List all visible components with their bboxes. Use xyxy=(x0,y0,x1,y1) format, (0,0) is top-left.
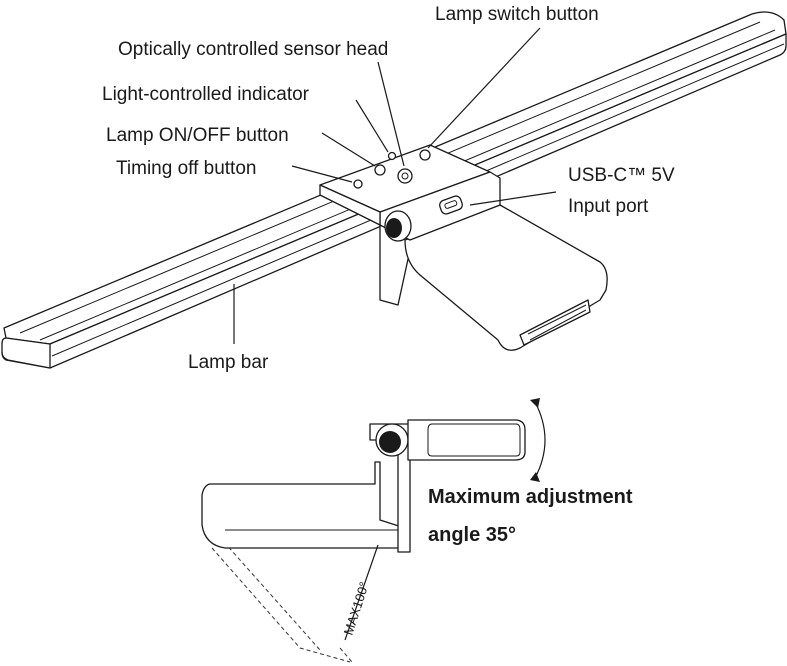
label-max-angle-line1: Maximum adjustment xyxy=(428,486,633,508)
leader-lines xyxy=(233,27,557,344)
clamp-assembly xyxy=(319,144,608,351)
label-light-controlled-indicator: Light-controlled indicator xyxy=(102,84,310,105)
label-optical-sensor-head: Optically controlled sensor head xyxy=(118,39,388,60)
lamp-on-off-button xyxy=(374,164,386,176)
label-lamp-bar: Lamp bar xyxy=(188,352,269,373)
label-max-angle-line2: angle 35° xyxy=(428,524,516,546)
sensor-head xyxy=(397,168,413,184)
label-usb-port-line2: Input port xyxy=(568,196,649,217)
label-usb-port-line1: USB-C™ 5V xyxy=(568,165,675,186)
timing-off-button xyxy=(353,179,363,189)
label-lamp-on-off-button: Lamp ON/OFF button xyxy=(106,125,289,146)
side-view xyxy=(201,398,546,663)
light-indicator xyxy=(387,151,397,161)
label-max-distance: MAX100° xyxy=(341,580,372,637)
label-timing-off-button: Timing off button xyxy=(116,158,256,179)
label-lamp-switch-button: Lamp switch button xyxy=(435,4,599,25)
lamp-switch-button xyxy=(419,149,431,161)
